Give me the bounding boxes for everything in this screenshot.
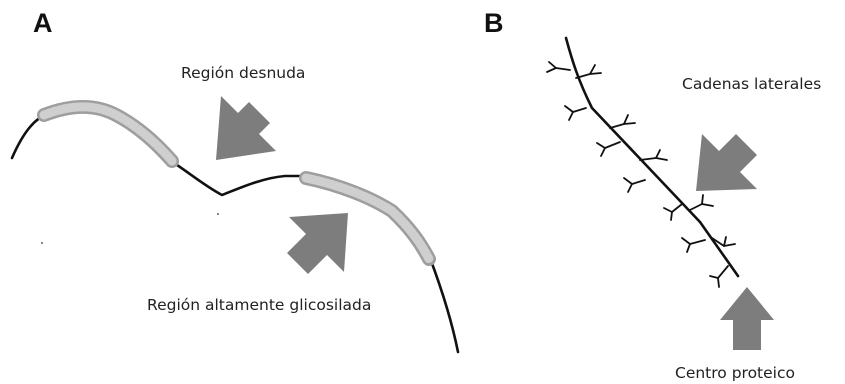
panel-b: B — [484, 8, 821, 382]
side-chain — [547, 62, 570, 72]
arrow-naked-region — [216, 96, 276, 160]
label-glycosylated-region: Región altamente glicosilada — [147, 296, 371, 314]
side-chain — [710, 266, 728, 287]
label-naked-region: Región desnuda — [181, 64, 305, 82]
arrow-glycosylated-region — [287, 213, 348, 274]
label-side-chains: Cadenas laterales — [682, 75, 821, 93]
panel-a-letter: A — [33, 8, 53, 38]
side-chain — [565, 106, 586, 120]
side-chain — [640, 150, 667, 160]
label-protein-core: Centro proteico — [675, 364, 795, 382]
arrow-side-chains — [696, 134, 757, 191]
side-chain — [597, 142, 620, 156]
scan-speck — [217, 213, 219, 215]
panel-b-letter: B — [484, 8, 504, 38]
scan-speck — [41, 242, 43, 244]
panel-a: A Región desnuda Región altamente glicos… — [12, 8, 458, 352]
side-chain — [610, 115, 635, 128]
side-chain — [576, 65, 601, 78]
side-chain — [624, 178, 645, 192]
arrow-protein-core — [720, 287, 774, 350]
side-chain — [690, 195, 713, 210]
side-chain — [682, 238, 705, 252]
side-chain — [664, 204, 682, 220]
